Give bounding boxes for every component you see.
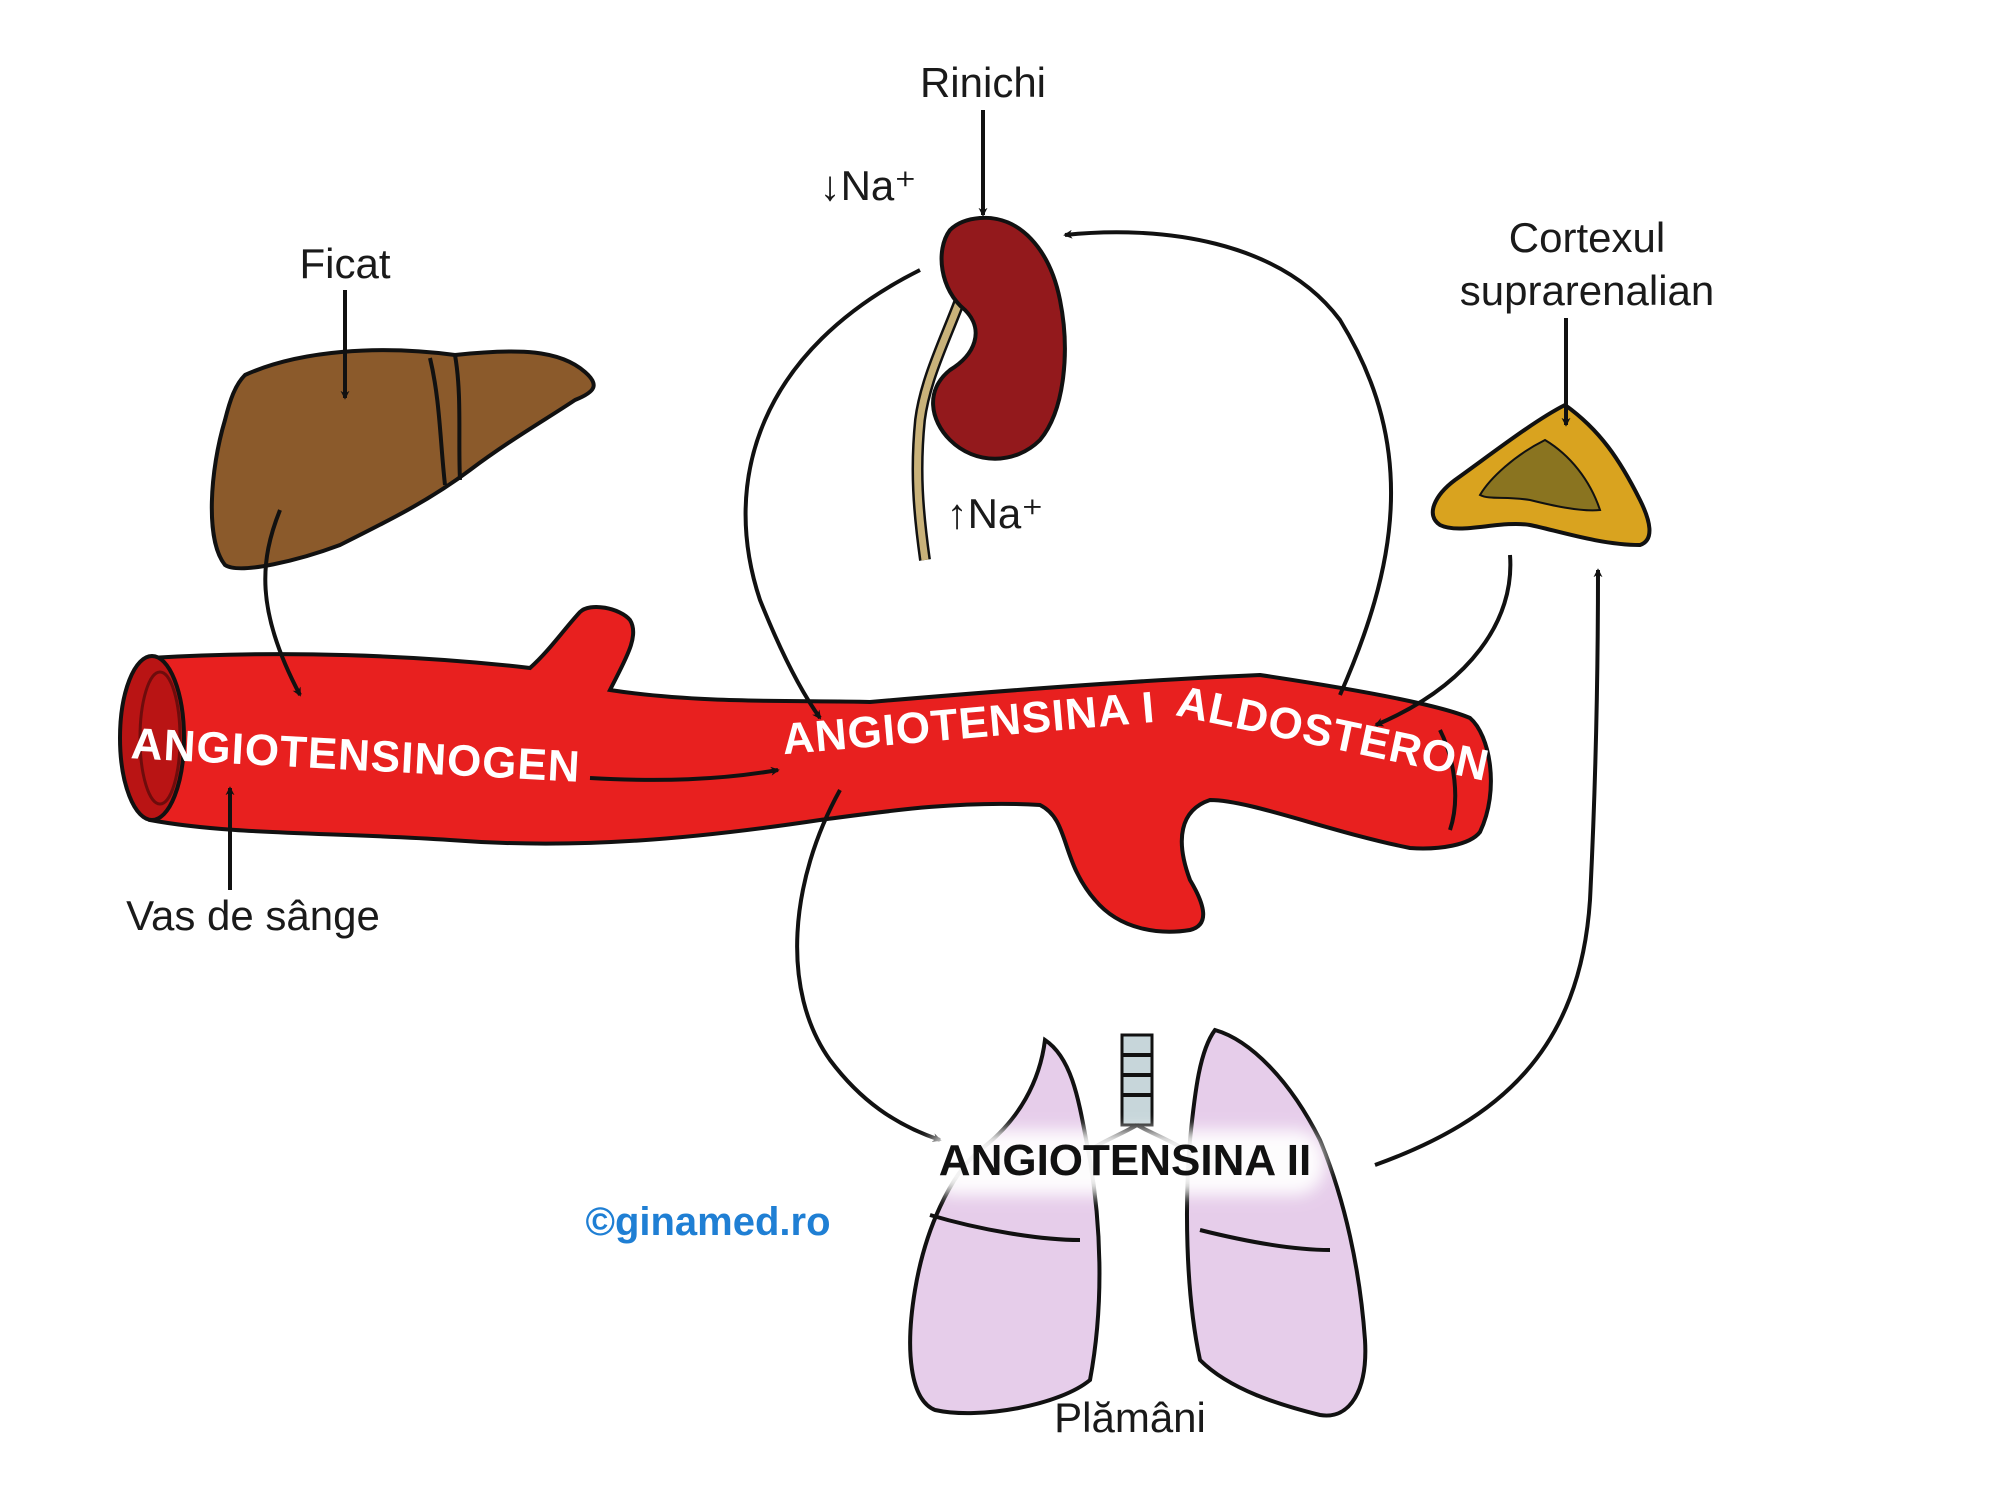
label-na-down: ↓Na⁺ bbox=[820, 162, 917, 209]
arrow-liver-to-vessel bbox=[263, 509, 302, 697]
label-vas-de-sange: Vas de sânge bbox=[126, 892, 380, 939]
arrow-aldosteron-to-kidney bbox=[1063, 229, 1393, 696]
watermark: ©ginamed.ro bbox=[585, 1200, 830, 1244]
vessel-body bbox=[148, 604, 1493, 934]
blood-vessel bbox=[118, 604, 1493, 934]
arrow-lungs-to-adrenal bbox=[1374, 568, 1603, 1167]
label-angiotensina-2: ANGIOTENSINA II bbox=[939, 1136, 1311, 1185]
adrenal-illustration bbox=[1430, 402, 1652, 548]
label-cortexul: Cortexul bbox=[1509, 214, 1665, 261]
lungs-illustration bbox=[908, 1027, 1368, 1418]
liver-illustration bbox=[209, 348, 596, 571]
arrow-adrenal-to-aldosteron bbox=[1374, 554, 1513, 727]
kidney-illustration bbox=[911, 215, 1067, 561]
arrow-kidney-to-angiotensina1 bbox=[743, 268, 921, 720]
label-na-up: ↑Na⁺ bbox=[947, 490, 1044, 537]
arrows bbox=[225, 110, 1603, 1167]
label-rinichi: Rinichi bbox=[920, 59, 1046, 106]
label-ficat: Ficat bbox=[299, 240, 390, 287]
arrow-angiotensinogen-to-angiotensina1 bbox=[589, 766, 780, 782]
label-plamani: Plămâni bbox=[1054, 1394, 1206, 1441]
label-suprarenalian: suprarenalian bbox=[1460, 267, 1715, 314]
arrow-angiotensina1-to-lungs bbox=[795, 789, 942, 1142]
vessel-opening bbox=[118, 654, 186, 822]
